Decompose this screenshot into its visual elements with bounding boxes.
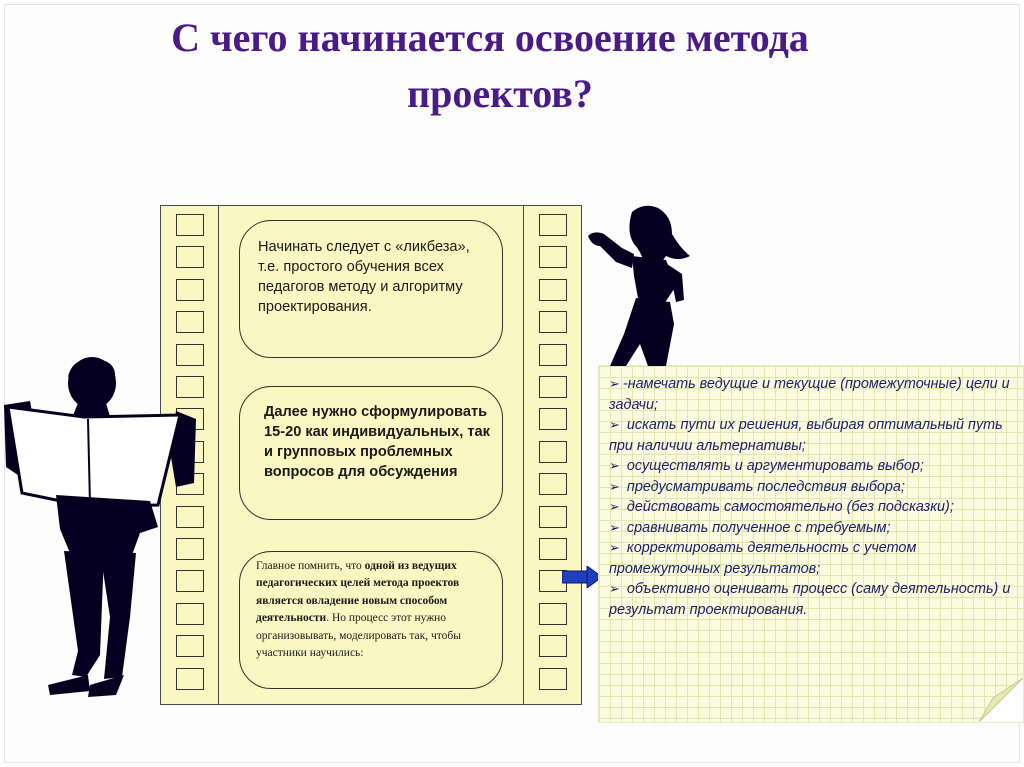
film-hole (539, 214, 567, 236)
film-hole (176, 278, 204, 301)
film-frame-3: Главное помнить, что одной из ведущих пе… (239, 551, 503, 689)
film-hole (176, 246, 204, 269)
note-list-item-text: осуществлять и аргументировать выбор; (622, 458, 924, 474)
note-list-item-text: сравнивать полученное с требуемым; (622, 519, 891, 536)
note-list-item-text: объективно оценивать процесс (саму деяте… (609, 581, 1011, 618)
film-hole (539, 538, 567, 560)
film-hole (176, 376, 204, 398)
film-hole (539, 635, 567, 658)
note-list-item: ➢ действовать самостоятельно (без подска… (609, 497, 1017, 518)
film-perforation-right (523, 206, 581, 704)
film-hole (539, 246, 567, 269)
arrow-bullet-icon: ➢ (609, 478, 620, 494)
film-hole (176, 214, 204, 236)
note-list-item-text: искать пути их решения, выбирая оптималь… (609, 417, 1003, 454)
note-list-item-text: предусматривать последствия выбора; (622, 478, 905, 495)
note-list-item-text: -намечать ведущие и текущие (промежуточн… (609, 376, 1010, 413)
film-hole (539, 278, 567, 301)
film-hole (539, 505, 567, 528)
film-hole (539, 311, 567, 334)
note-list-item: ➢ объективно оценивать процесс (саму дея… (609, 579, 1017, 620)
film-frame-2-text: Далее нужно сформулировать 15-20 как инд… (264, 404, 490, 480)
film-hole (539, 440, 567, 463)
film-hole (176, 635, 204, 658)
note-card: ➢-намечать ведущие и текущие (промежуточ… (598, 365, 1024, 723)
film-frame-3-text-bold: одной из ведущих педагогических целей ме… (256, 560, 460, 625)
arrow-bullet-icon: ➢ (609, 458, 620, 473)
slide-title: С чего начинается освоение метода проект… (110, 10, 870, 122)
note-list-item: ➢ искать пути их решения, выбирая оптима… (609, 415, 1017, 456)
note-list-item: ➢ корректировать деятельность с учетом п… (609, 538, 1017, 579)
film-hole (539, 667, 567, 690)
arrow-bullet-icon: ➢ (609, 499, 620, 514)
film-hole (539, 473, 567, 496)
note-list-item-text: действовать самостоятельно (без подсказк… (622, 499, 954, 515)
film-frame-3-text-end: . Но процесс этот нужно организовывать, … (256, 612, 461, 660)
film-hole (539, 408, 567, 431)
arrow-bullet-icon: ➢ (609, 376, 620, 391)
film-frame-1-text: Начинать следует с «ликбеза», т.е. прост… (258, 239, 470, 315)
film-frame-3-text-start: Главное помнить, что (256, 560, 365, 572)
arrow-bullet-icon: ➢ (609, 417, 620, 432)
film-hole (176, 602, 204, 625)
woman-gesturing-silhouette (588, 205, 690, 366)
arrow-bullet-icon: ➢ (609, 540, 620, 555)
note-list-item-text: корректировать деятельность с учетом про… (609, 540, 917, 577)
film-hole (176, 343, 204, 366)
man-reading-newspaper-silhouette (4, 357, 196, 697)
title-line-2: проектов? (407, 71, 593, 116)
film-hole (176, 505, 204, 528)
film-hole (539, 376, 567, 398)
film-hole (176, 311, 204, 334)
note-list-item: ➢ предусматривать последствия выбора; (609, 477, 1017, 498)
note-list-item: ➢ осуществлять и аргументировать выбор; (609, 456, 1017, 477)
note-list-item: ➢ сравнивать полученное с требуемым; (609, 518, 1017, 539)
arrow-bullet-icon: ➢ (609, 519, 620, 535)
page-curl-icon (979, 678, 1023, 722)
arrow-bullet-icon: ➢ (609, 581, 620, 596)
note-list-item: ➢-намечать ведущие и текущие (промежуточ… (609, 374, 1017, 415)
film-hole (176, 570, 204, 593)
film-hole (539, 602, 567, 625)
film-hole (539, 343, 567, 366)
film-hole (176, 538, 204, 560)
film-strip: Начинать следует с «ликбеза», т.е. прост… (160, 205, 582, 705)
film-hole (176, 667, 204, 690)
film-frame-2: Далее нужно сформулировать 15-20 как инд… (239, 386, 503, 520)
note-list: ➢-намечать ведущие и текущие (промежуточ… (609, 374, 1017, 620)
film-frame-1: Начинать следует с «ликбеза», т.е. прост… (239, 220, 503, 358)
right-arrow-icon (562, 566, 602, 588)
title-line-1: С чего начинается освоение метода (171, 15, 809, 60)
